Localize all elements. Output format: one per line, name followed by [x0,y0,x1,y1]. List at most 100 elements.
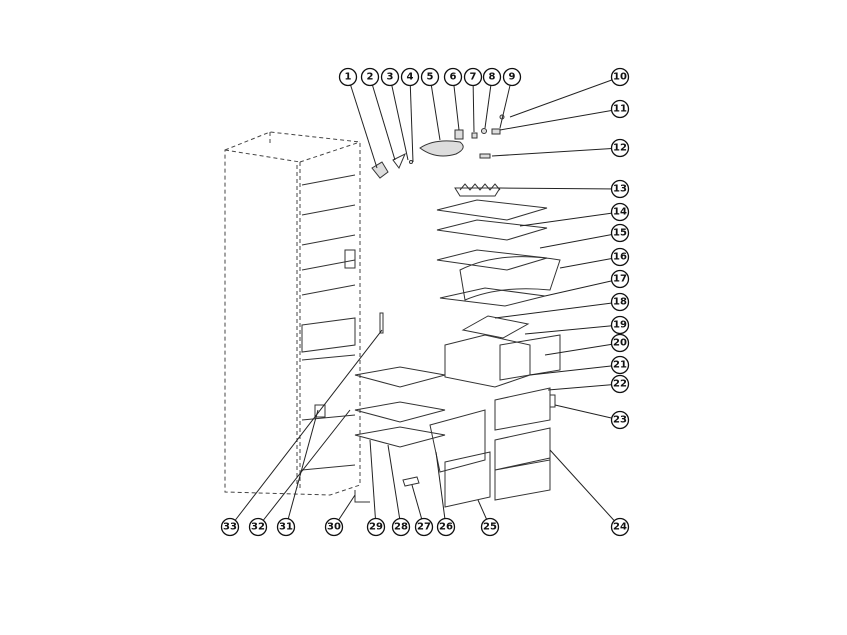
callout-19: 19 [524,315,630,335]
leader-line [257,409,351,528]
leader-line [524,324,621,335]
callout-circle [502,67,522,87]
callout-circle [480,517,500,537]
callout-circle [610,247,630,267]
leader-line [229,329,383,528]
callout-21: 21 [529,355,630,376]
callout-number: 27 [417,522,431,533]
leader-line [347,76,378,169]
callout-number: 6 [450,72,457,83]
callout-3: 3 [380,67,409,161]
leader-line [547,383,621,391]
callout-7: 7 [463,67,483,133]
callout-22: 22 [547,374,630,394]
leader-line [491,147,621,157]
callout-30: 30 [324,494,356,537]
callout-number: 32 [251,522,265,533]
callout-23: 23 [554,404,630,430]
callout-number: 10 [613,72,627,83]
leader-line [387,444,402,528]
callout-33: 33 [220,329,383,537]
callout-number: 33 [223,522,237,533]
callout-number: 24 [613,522,627,533]
callout-9: 9 [499,67,522,129]
callout-32: 32 [248,409,351,537]
callout-20: 20 [544,333,630,356]
callout-circle [610,99,630,119]
leader-line [435,451,447,528]
callout-16: 16 [559,247,630,269]
callout-31: 31 [276,409,319,537]
callout-number: 20 [613,338,627,349]
callout-circle [610,138,630,158]
callout-circle [610,292,630,312]
callout-circle [420,67,440,87]
leader-line [369,76,396,161]
callout-circle [248,517,268,537]
top-parts [371,114,505,197]
callout-number: 5 [427,72,434,83]
leader-line [285,409,319,528]
callout-number: 25 [483,522,497,533]
leader-line [472,76,475,133]
callout-circle [610,202,630,222]
callout-11: 11 [499,99,630,131]
callout-number: 2 [367,72,374,83]
leader-line [369,439,377,528]
callout-1: 1 [338,67,378,169]
callout-circle [436,517,456,537]
callout-circle [380,67,400,87]
leader-line [429,76,441,141]
callout-circle [610,333,630,353]
callout-circle [610,410,630,430]
callout-circle [482,67,502,87]
leader-line [529,364,621,376]
callout-circle [324,517,344,537]
callout-number: 30 [327,522,341,533]
leader-line [409,76,414,163]
callout-29: 29 [366,439,386,537]
callout-circle [366,517,386,537]
callout-number: 11 [613,104,627,115]
callout-number: 22 [613,379,627,390]
callout-28: 28 [387,444,411,537]
callout-15: 15 [539,223,630,249]
callout-circle [220,517,240,537]
callout-circle [360,67,380,87]
callout-10: 10 [509,67,630,118]
callout-circle [610,517,630,537]
callout-circle [610,315,630,335]
callout-circle [338,67,358,87]
callout-27: 27 [411,484,434,537]
callout-25: 25 [477,499,500,537]
callout-circle [391,517,411,537]
callout-number: 3 [387,72,394,83]
callout-circle [276,517,296,537]
callout-13: 13 [499,179,630,199]
callout-circle [610,67,630,87]
callout-6: 6 [443,67,463,131]
callout-number: 13 [613,184,627,195]
callout-number: 31 [279,522,293,533]
callout-number: 29 [369,522,383,533]
callout-number: 7 [470,72,477,83]
callout-circle [610,374,630,394]
leader-line [549,449,621,528]
leader-line [389,76,409,161]
callout-number: 26 [439,522,453,533]
callout-18: 18 [494,292,630,319]
callout-number: 18 [613,297,627,308]
leader-line [559,256,621,269]
callout-number: 15 [613,228,627,239]
callout-circle [463,67,483,87]
callout-number: 12 [613,143,627,154]
callout-26: 26 [435,451,456,537]
leader-line [544,342,621,356]
callout-12: 12 [491,138,630,158]
callout-number: 28 [394,522,408,533]
callout-circle [610,223,630,243]
callout-number: 19 [613,320,627,331]
leader-line [499,108,621,131]
callout-number: 4 [407,72,414,83]
